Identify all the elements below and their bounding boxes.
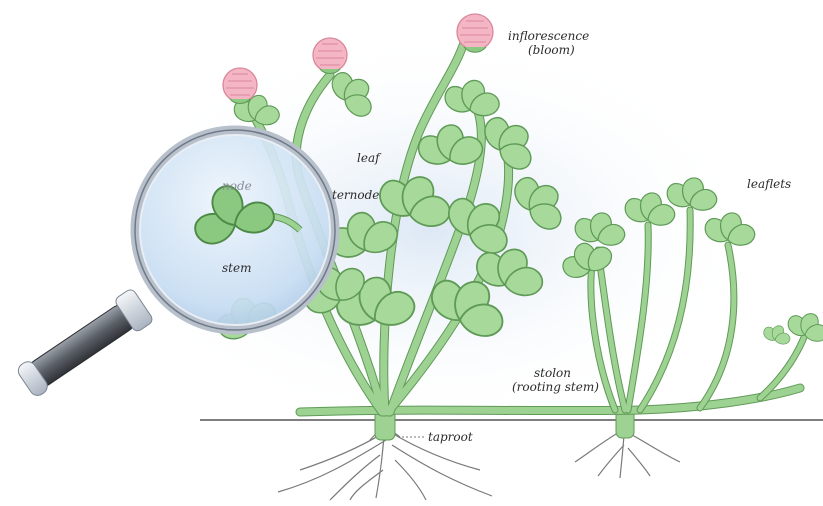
label-bloom: (bloom) — [528, 43, 575, 57]
label-leaf: leaf — [357, 151, 382, 165]
label-stolon: stolon — [534, 366, 571, 380]
label-internode: ternode — [332, 188, 379, 202]
label-taproot: taproot — [428, 430, 473, 444]
label-inflorescence: inflorescence — [508, 29, 589, 43]
label-leaflets: leaflets — [747, 177, 791, 191]
label-rooting-stem: (rooting stem) — [512, 380, 599, 394]
label-stem: stem — [222, 261, 251, 275]
label-node: node — [222, 179, 252, 193]
